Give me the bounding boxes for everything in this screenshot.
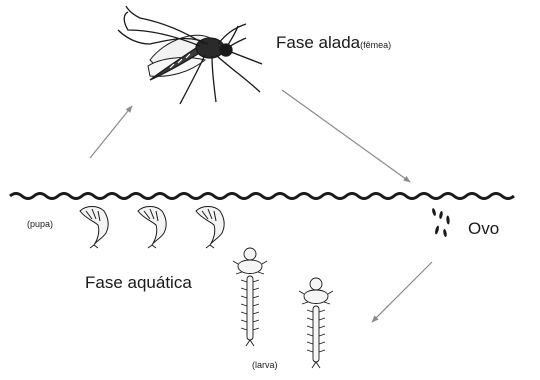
larva-icon (233, 248, 333, 368)
arrow-pupa-to-adult (90, 106, 132, 158)
female-note: (fêmea) (360, 40, 391, 50)
winged-phase-label: Fase alada(fêmea) (276, 33, 391, 53)
egg-label: Ovo (468, 219, 499, 239)
mosquito-icon (118, 6, 262, 104)
arrow-egg-to-larva (372, 262, 432, 322)
egg-icon (431, 208, 450, 237)
pupa-icon (80, 207, 224, 249)
pupa-label: (pupa) (27, 219, 53, 229)
winged-phase-title: Fase alada (276, 33, 360, 52)
arrow-adult-to-egg (282, 90, 410, 182)
water-surface (10, 194, 514, 199)
larva-label: (larva) (252, 360, 278, 370)
aquatic-phase-label: Fase aquática (85, 273, 192, 293)
